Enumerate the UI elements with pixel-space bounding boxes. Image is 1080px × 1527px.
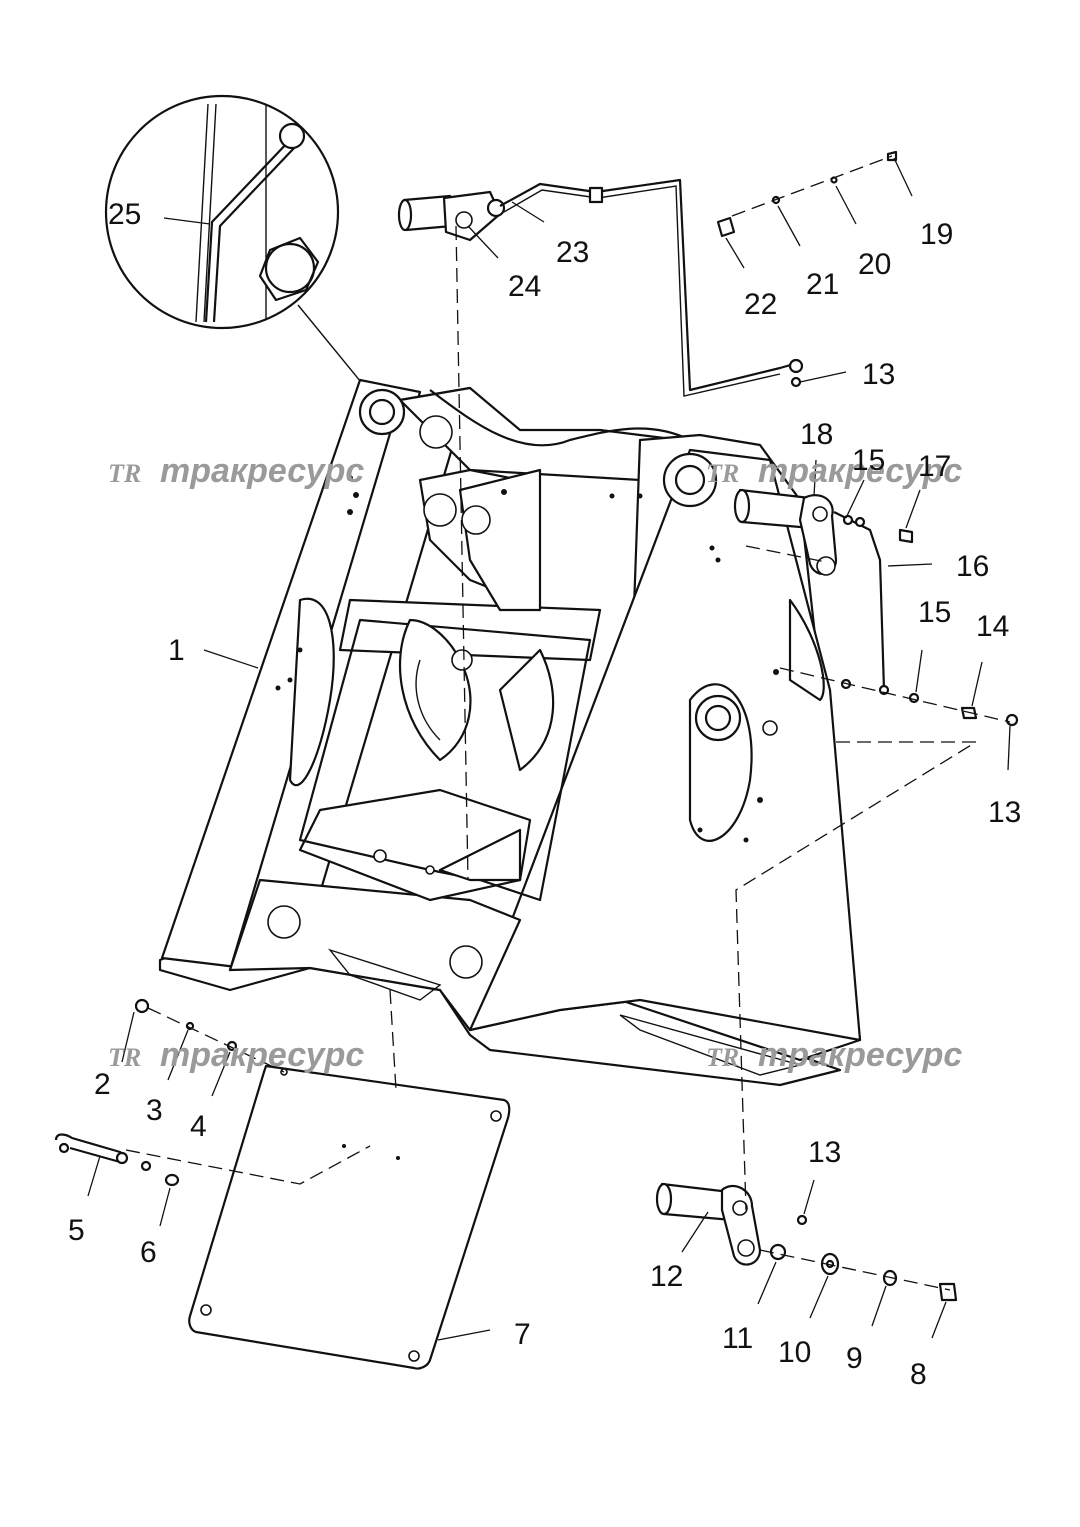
callout-19: 19 [920,218,953,251]
callout-24: 24 [508,270,541,303]
callout-15-upper: 15 [852,444,885,477]
watermarks: TR тракресурс TR тракресурс TR тракресур… [108,452,962,1074]
cover-plate [54,150,1019,1370]
callout-8: 8 [910,1358,927,1391]
watermark-text: тракресурс [160,452,364,490]
callout-13-bottom: 13 [808,1136,841,1169]
callout-21: 21 [806,268,839,301]
callout-13-right: 13 [988,796,1021,829]
callout-10: 10 [778,1336,811,1369]
callout-1: 1 [168,634,185,667]
callout-2: 2 [94,1068,111,1101]
callout-labels: 1 2 3 4 5 6 7 8 9 10 11 12 13 13 13 14 1… [68,198,1021,1391]
frame-assembly [158,378,862,1087]
leader-lines [87,157,1011,1341]
callout-18: 18 [800,418,833,451]
callout-9: 9 [846,1342,863,1375]
callout-7: 7 [514,1318,531,1351]
callout-13-top: 13 [862,358,895,391]
callout-15-lower: 15 [918,596,951,629]
watermark-2: TR тракресурс [706,452,962,490]
callout-25: 25 [108,198,141,231]
watermark-text: тракресурс [160,1036,364,1074]
watermark-text: тракресурс [758,452,962,490]
watermark-logo: TR [706,459,739,488]
callout-4: 4 [190,1110,207,1143]
callout-5: 5 [68,1214,85,1247]
watermark-text: тракресурс [758,1036,962,1074]
callout-23: 23 [556,236,589,269]
watermark-logo: TR [108,459,141,488]
assembly-dash-lines [125,155,1011,1291]
callout-6: 6 [140,1236,157,1269]
callout-20: 20 [858,248,891,281]
pin-assembly-right [733,488,914,696]
watermark-1: TR тракресурс [108,452,364,490]
callout-14: 14 [976,610,1009,643]
callout-17: 17 [918,450,951,483]
watermark-4: TR тракресурс [706,1036,962,1074]
detail-magnifier [104,94,393,421]
callout-11: 11 [722,1322,753,1355]
callout-22: 22 [744,288,777,321]
callout-16: 16 [956,550,989,583]
watermark-3: TR тракресурс [108,1036,364,1074]
pin-assembly-top [397,178,804,397]
watermark-logo: TR [706,1043,739,1072]
watermark-logo: TR [108,1043,141,1072]
pin-assembly-bottom [655,1182,958,1302]
callout-12: 12 [650,1260,683,1293]
callout-3: 3 [146,1094,163,1127]
